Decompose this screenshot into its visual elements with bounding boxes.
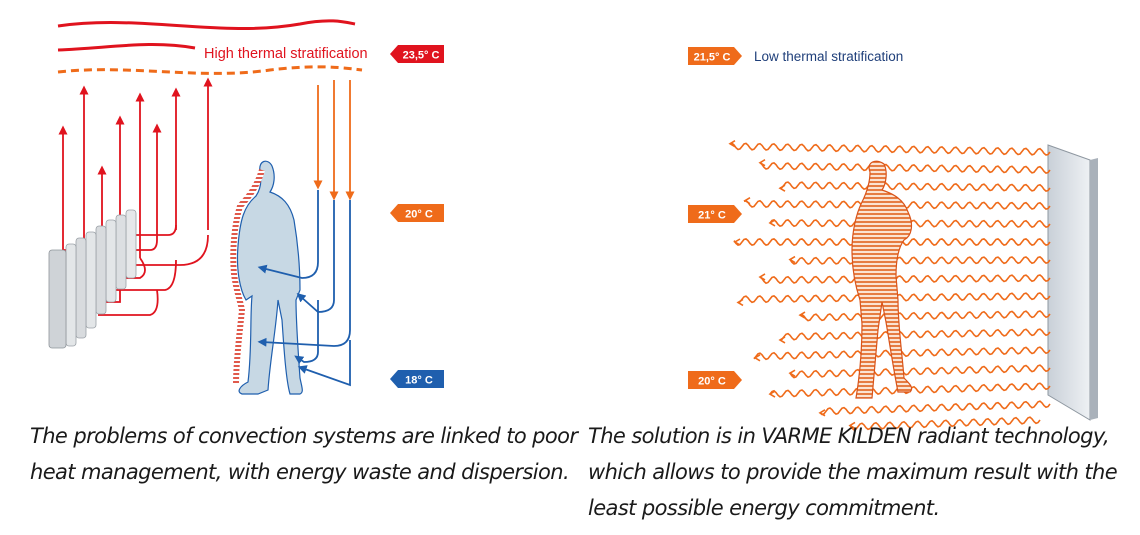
radiant-wave [789, 256, 1051, 265]
cool-air-dashed-wave [57, 65, 363, 75]
radiant-wave [799, 310, 1051, 322]
temp-tag-top-left: 23,5° C [390, 45, 444, 63]
radiant-wave [759, 274, 1051, 285]
radiant-caption-line-1: The solution is in VARME KILDEN radiant … [588, 424, 1110, 448]
radiant-wave [779, 328, 1051, 341]
radiant-wave-arrowhead [743, 196, 751, 205]
radiant-wall-panel [1047, 144, 1098, 421]
radiant-wave [849, 416, 1041, 431]
radiant-wave-arrowhead [733, 238, 741, 246]
radiant-caption-line-3: least possible energy commitment. [588, 496, 940, 520]
radiant-wave-arrowhead [848, 421, 856, 430]
temp-bottom-left-value: 18° C [405, 375, 433, 387]
radiant-wave-arrowhead [818, 409, 826, 417]
right-panel: 21,5° C Low thermal stratification 21° C… [688, 47, 1098, 431]
radiant-wave-arrowhead [758, 159, 766, 167]
person-figure-radiant [851, 160, 913, 399]
warm-air-wave-1 [57, 19, 356, 31]
radiant-wave-arrowhead [753, 354, 761, 362]
convection-caption-line-1: The problems of convection systems are l… [30, 424, 578, 448]
cold-air-arrows [257, 190, 351, 387]
temp-tag-mid-left: 20° C [390, 204, 444, 222]
radiant-wave [779, 181, 1051, 192]
radiant-wave-arrowhead [778, 184, 786, 192]
temp-top-left-value: 23,5° C [403, 50, 440, 62]
convection-caption: The problems of convection systems are l… [30, 418, 578, 490]
radiant-wave-arrowhead [768, 390, 776, 398]
radiant-wave-arrowhead [728, 140, 736, 148]
radiant-wave-arrowhead [758, 273, 766, 281]
warm-air-wave-2 [57, 43, 196, 52]
temp-top-right-value: 21,5° C [694, 52, 731, 64]
convection-caption-line-2: heat management, with energy waste and d… [30, 460, 570, 484]
radiant-wave-arrowhead [788, 255, 796, 264]
radiant-wave-arrowhead [798, 311, 806, 319]
temp-mid-right-value: 21° C [698, 210, 726, 222]
temp-mid-left-value: 20° C [405, 209, 433, 221]
high-stratification-label: High thermal stratification [204, 46, 368, 62]
low-stratification-label: Low thermal stratification [754, 49, 903, 64]
falling-cool-air-arrows [313, 80, 355, 201]
radiant-wave [729, 142, 1051, 156]
rising-hot-air-arrows [58, 77, 213, 316]
temp-bottom-right-value: 20° C [698, 376, 726, 388]
radiant-wave [789, 364, 1051, 379]
radiant-wave [819, 400, 1051, 416]
temp-tag-bottom-right: 20° C [688, 371, 742, 389]
person-figure-convection [230, 160, 303, 395]
radiant-wave-arrowhead [778, 336, 786, 344]
radiant-wave-arrowhead [768, 219, 776, 227]
radiant-wave [759, 162, 1051, 174]
radiant-wave-arrowhead [788, 369, 796, 377]
temp-tag-mid-right: 21° C [688, 205, 742, 223]
radiant-caption: The solution is in VARME KILDEN radiant … [588, 418, 1118, 526]
convection-radiator [48, 209, 137, 349]
temp-tag-bottom-left: 18° C [390, 370, 444, 388]
left-panel: High thermal stratification 23,5° C 20° … [48, 19, 444, 395]
temp-tag-top-right: 21,5° C [688, 47, 742, 65]
radiant-wave-arrowhead [736, 298, 744, 307]
radiant-caption-line-2: which allows to provide the maximum resu… [588, 460, 1118, 484]
